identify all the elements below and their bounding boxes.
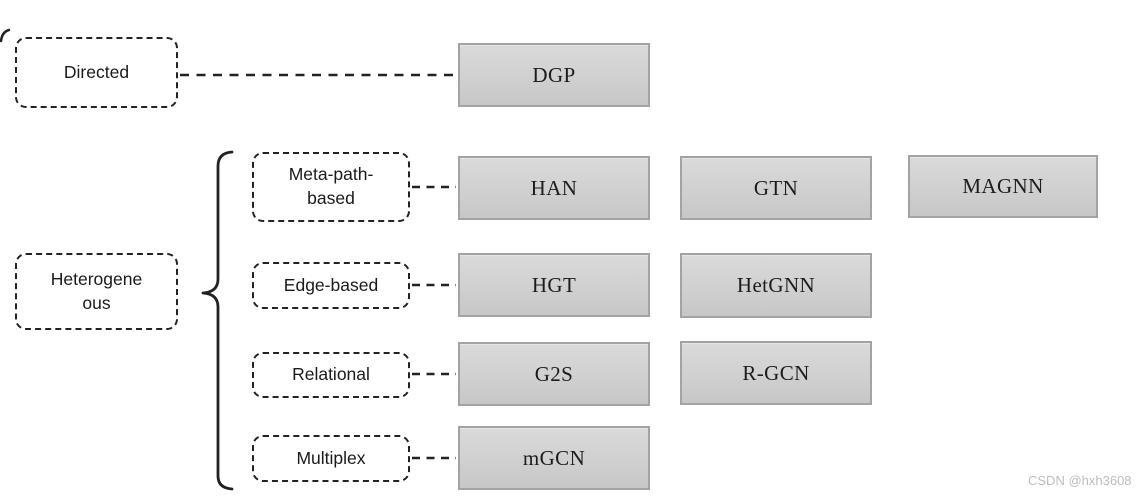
model-label-dgp: DGP bbox=[532, 62, 576, 87]
model-label-mgcn: mGCN bbox=[522, 445, 586, 470]
heterogeneous-brace bbox=[201, 150, 234, 491]
category-box-heterogeneous: Heterogene ous bbox=[15, 253, 178, 330]
csdn-watermark: CSDN @hxh3608 bbox=[1028, 473, 1132, 488]
category-box-meta-path-based: Meta-path- based bbox=[252, 152, 410, 222]
model-box-gtn: GTN bbox=[680, 156, 872, 220]
category-box-multiplex: Multiplex bbox=[252, 435, 410, 482]
model-box-mgcn: mGCN bbox=[458, 426, 650, 490]
model-label-gtn: GTN bbox=[753, 175, 799, 200]
category-box-relational: Relational bbox=[252, 352, 410, 398]
model-box-magnn: MAGNN bbox=[908, 155, 1098, 218]
model-box-g2s: G2S bbox=[458, 342, 650, 406]
model-box-hgt: HGT bbox=[458, 253, 650, 317]
category-box-directed: Directed bbox=[15, 37, 178, 108]
cropped-edge-fragment bbox=[0, 28, 11, 43]
model-box-han: HAN bbox=[458, 156, 650, 220]
model-box-rgcn: R-GCN bbox=[680, 341, 872, 405]
model-label-magnn: MAGNN bbox=[962, 174, 1044, 198]
category-label-relational: Relational bbox=[292, 364, 370, 385]
model-box-hetgnn: HetGNN bbox=[680, 253, 872, 318]
model-label-hetgnn: HetGNN bbox=[736, 273, 816, 297]
category-label-directed: Directed bbox=[63, 61, 130, 82]
model-label-g2s: G2S bbox=[534, 361, 574, 386]
model-label-hgt: HGT bbox=[531, 272, 577, 297]
category-label-multiplex: Multiplex bbox=[296, 447, 366, 468]
model-label-han: HAN bbox=[530, 175, 578, 200]
model-box-dgp: DGP bbox=[458, 43, 650, 107]
category-label-meta-path-line1: Meta-path- bbox=[288, 164, 374, 185]
category-label-meta-path-line2: based bbox=[307, 188, 355, 208]
category-label-edge-based: Edge-based bbox=[283, 274, 379, 295]
model-label-rgcn: R-GCN bbox=[742, 360, 810, 385]
category-label-heterogeneous-line1: Heterogene bbox=[50, 268, 143, 289]
category-label-heterogeneous-line2: ous bbox=[82, 292, 111, 313]
category-box-edge-based: Edge-based bbox=[252, 262, 410, 309]
